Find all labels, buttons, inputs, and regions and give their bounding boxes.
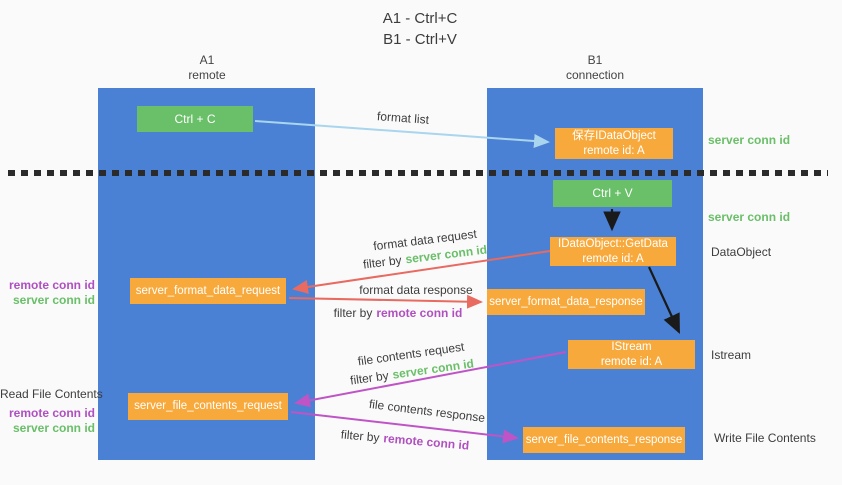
node-idataobject-getdata-line2: remote id: A <box>582 252 644 265</box>
filter-by-text: filter by <box>362 252 403 272</box>
node-istream-line1: IStream <box>611 341 652 354</box>
right-column-role: connection <box>565 68 625 82</box>
node-istream-line2: remote id: A <box>600 355 663 368</box>
node-server-format-data-response-label: server_format_data_response <box>489 295 643 308</box>
node-ctrl-c: Ctrl + C <box>137 106 253 132</box>
node-save-idataobject-line2: remote id: A <box>583 144 645 157</box>
format-data-response-arrow <box>288 294 483 309</box>
left-remote-conn-id-label-2: remote conn id <box>8 406 95 420</box>
node-ctrl-c-label: Ctrl + C <box>174 111 216 126</box>
file-contents-response-label: file contents response <box>368 396 486 426</box>
dashed-separator-line <box>8 170 828 176</box>
title-line-a1: A1 - Ctrl+C <box>382 10 458 27</box>
format-data-response-label: format data response <box>359 283 473 297</box>
remote-conn-id-text: remote conn id <box>382 431 470 453</box>
node-ctrl-v: Ctrl + V <box>553 180 672 207</box>
left-remote-conn-id-label-1: remote conn id <box>8 278 95 292</box>
read-file-contents-label: Read File Contents <box>0 387 103 401</box>
title-line-b1: B1 - Ctrl+V <box>383 31 457 48</box>
right-server-conn-id-label-2: server conn id <box>708 210 791 224</box>
left-column-role: remote <box>188 68 226 82</box>
node-server-format-data-request: server_format_data_request <box>130 278 286 304</box>
node-server-format-data-response: server_format_data_response <box>487 289 645 315</box>
node-ctrl-v-label: Ctrl + V <box>592 186 633 200</box>
node-istream: IStream remote id: A <box>568 340 695 369</box>
right-column-name: B1 <box>587 53 603 67</box>
node-idataobject-getdata-line1: IDataObject::GetData <box>558 238 668 251</box>
node-server-file-contents-response: server_file_contents_response <box>523 427 685 453</box>
right-server-conn-id-label-1: server conn id <box>708 133 791 147</box>
remote-conn-id-text: remote conn id <box>376 306 463 320</box>
left-column-name: A1 <box>199 53 215 67</box>
filter-by-text: filter by <box>340 427 381 445</box>
write-file-contents-label: Write File Contents <box>714 431 816 445</box>
node-server-file-contents-response-label: server_file_contents_response <box>525 433 683 446</box>
left-column-header: A1 remote <box>127 53 287 83</box>
right-column-header: B1 connection <box>515 53 675 83</box>
node-server-format-data-request-label: server_format_data_request <box>135 284 281 297</box>
filter-by-text: filter by <box>333 306 373 320</box>
filter-by-text: filter by <box>349 368 390 388</box>
istream-label: Istream <box>711 348 752 362</box>
node-save-idataobject-line1: 保存IDataObject <box>572 130 656 143</box>
dataobject-label: DataObject <box>711 245 772 259</box>
left-server-conn-id-label-2: server conn id <box>12 421 95 435</box>
node-server-file-contents-request: server_file_contents_request <box>128 393 288 420</box>
node-save-idataobject: 保存IDataObject remote id: A <box>555 128 673 159</box>
format-list-label: format list <box>376 109 430 127</box>
node-idataobject-getdata: IDataObject::GetData remote id: A <box>550 237 676 266</box>
left-server-conn-id-label-1: server conn id <box>12 293 95 307</box>
diagram-title: A1 - Ctrl+C B1 - Ctrl+V <box>280 8 560 50</box>
node-server-file-contents-request-label: server_file_contents_request <box>134 400 282 413</box>
